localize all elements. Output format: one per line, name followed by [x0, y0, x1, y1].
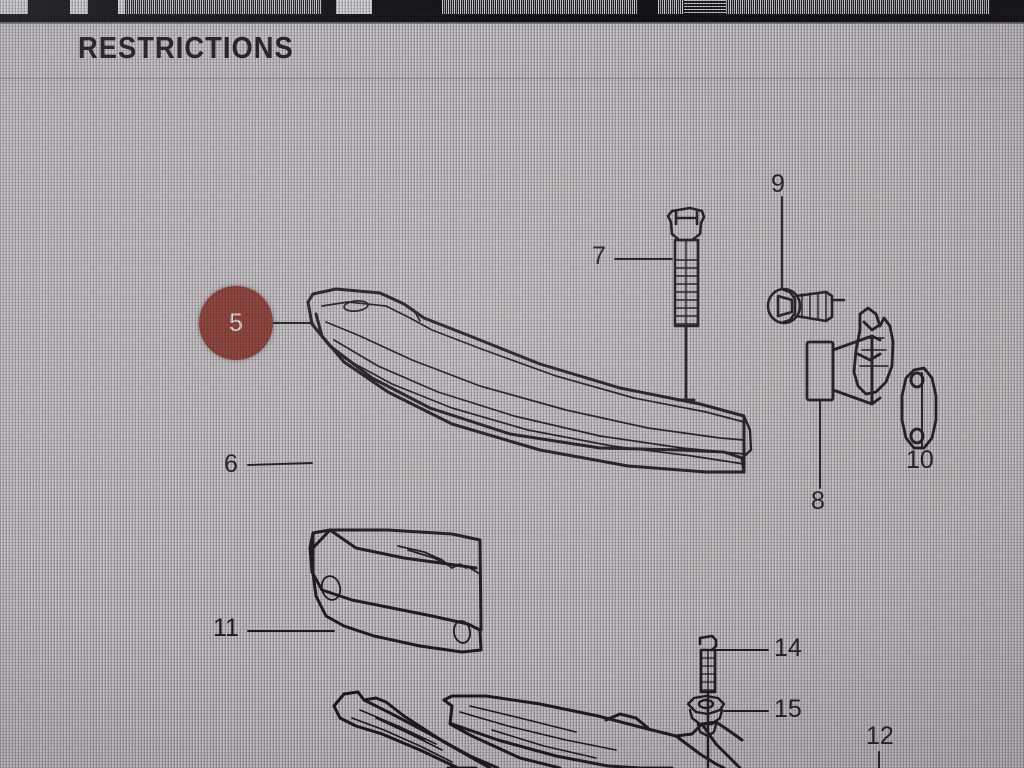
callout-label-8[interactable]: 8 [811, 487, 825, 515]
part-12-detail [459, 705, 617, 759]
callout-label-6[interactable]: 6 [224, 450, 238, 478]
part-5-inner-contour [321, 300, 745, 465]
part-7-threads [674, 239, 699, 327]
callout-bubble-5-label: 5 [229, 308, 243, 337]
chrome-underline [0, 16, 1024, 22]
callout-label-15[interactable]: 15 [774, 695, 802, 723]
browser-tab-strip[interactable] [0, 0, 1024, 16]
leader-lines [247, 196, 923, 768]
callout-label-9[interactable]: 9 [771, 170, 785, 198]
part-11-detail [351, 709, 453, 763]
part-6-bracket [308, 528, 483, 654]
part-11-lower-arm [332, 690, 500, 768]
part-6-detail [320, 545, 481, 644]
header-band [0, 24, 1024, 78]
page-title: RESTRICTIONS [78, 30, 294, 65]
parts-diagram-svg [247, 196, 938, 768]
part-8-bushing [805, 306, 895, 406]
part-12-lower-link [442, 694, 744, 768]
part-14-threads [700, 649, 716, 693]
callout-label-10[interactable]: 10 [906, 446, 934, 474]
callout-label-11[interactable]: 11 [213, 614, 239, 642]
callout-bubble-5[interactable]: 5 [199, 286, 273, 360]
callout-label-12[interactable]: 12 [866, 722, 894, 750]
callout-label-14[interactable]: 14 [774, 634, 802, 662]
leader-6 [247, 462, 313, 466]
part-10-gasket [900, 366, 938, 450]
part-8-detail [859, 337, 889, 367]
part-9-threads [801, 292, 827, 321]
part-15-flange-nut [686, 694, 726, 738]
part-9-screw [766, 287, 846, 325]
parts-diagram [0, 78, 1024, 768]
callout-label-7[interactable]: 7 [592, 242, 606, 270]
header-divider [0, 78, 1024, 79]
chrome-bottom-hairline [0, 22, 1024, 24]
part-5-end-cap [740, 414, 753, 460]
